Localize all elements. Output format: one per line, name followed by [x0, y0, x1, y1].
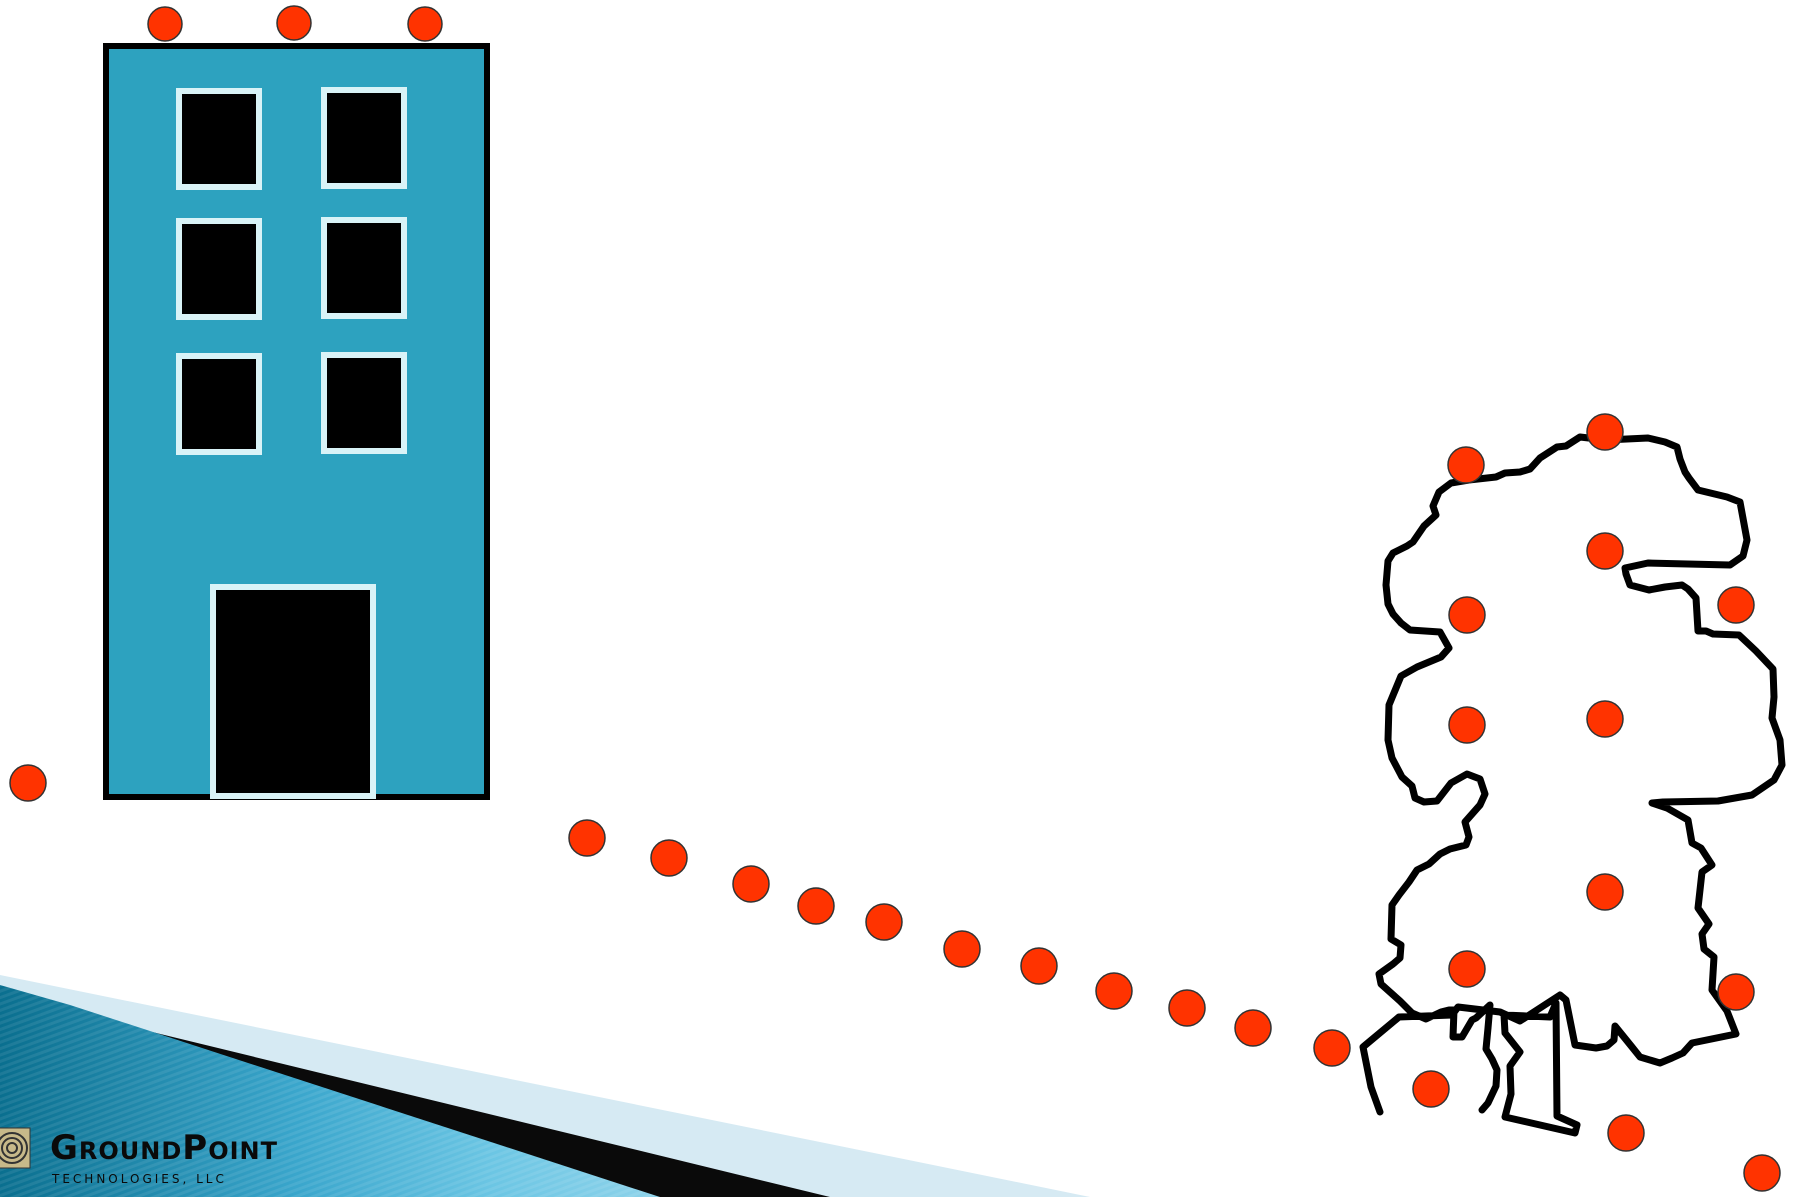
dot-marker [1413, 1071, 1449, 1107]
dot-marker [1718, 587, 1754, 623]
dot-marker [1169, 990, 1205, 1026]
dot-marker [651, 840, 687, 876]
dot-marker [1587, 874, 1623, 910]
dot-marker [1449, 597, 1485, 633]
logo-subtitle: TECHNOLOGIES, LLC [52, 1172, 227, 1186]
dot-marker [733, 866, 769, 902]
building-window [324, 355, 404, 451]
company-logo: GroundPoint TECHNOLOGIES, LLC [0, 1120, 420, 1197]
tree-outline [1363, 437, 1782, 1133]
dot-marker [1449, 951, 1485, 987]
dot-marker [1718, 974, 1754, 1010]
dot-marker [10, 765, 46, 801]
dot-marker [1448, 447, 1484, 483]
dot-marker [277, 6, 311, 40]
dot-marker [866, 904, 902, 940]
dot-marker [1587, 701, 1623, 737]
building-window [324, 220, 404, 316]
building-window [324, 90, 404, 186]
building-window [179, 356, 259, 452]
dot-marker [148, 7, 182, 41]
dot-marker [944, 931, 980, 967]
building [106, 46, 487, 797]
dot-marker [408, 7, 442, 41]
dot-marker [1744, 1155, 1780, 1191]
dot-marker [1235, 1010, 1271, 1046]
dot-marker [1587, 533, 1623, 569]
dot-marker [1449, 707, 1485, 743]
dot-marker [1608, 1115, 1644, 1151]
logo-name: GroundPoint [50, 1128, 278, 1168]
building-window [179, 221, 259, 317]
building-window [179, 91, 259, 187]
dot-marker [1096, 973, 1132, 1009]
dot-marker [798, 888, 834, 924]
dot-marker [1587, 414, 1623, 450]
dot-marker [569, 820, 605, 856]
building-door [213, 587, 373, 796]
dot-marker [1021, 948, 1057, 984]
dot-marker [1314, 1030, 1350, 1066]
